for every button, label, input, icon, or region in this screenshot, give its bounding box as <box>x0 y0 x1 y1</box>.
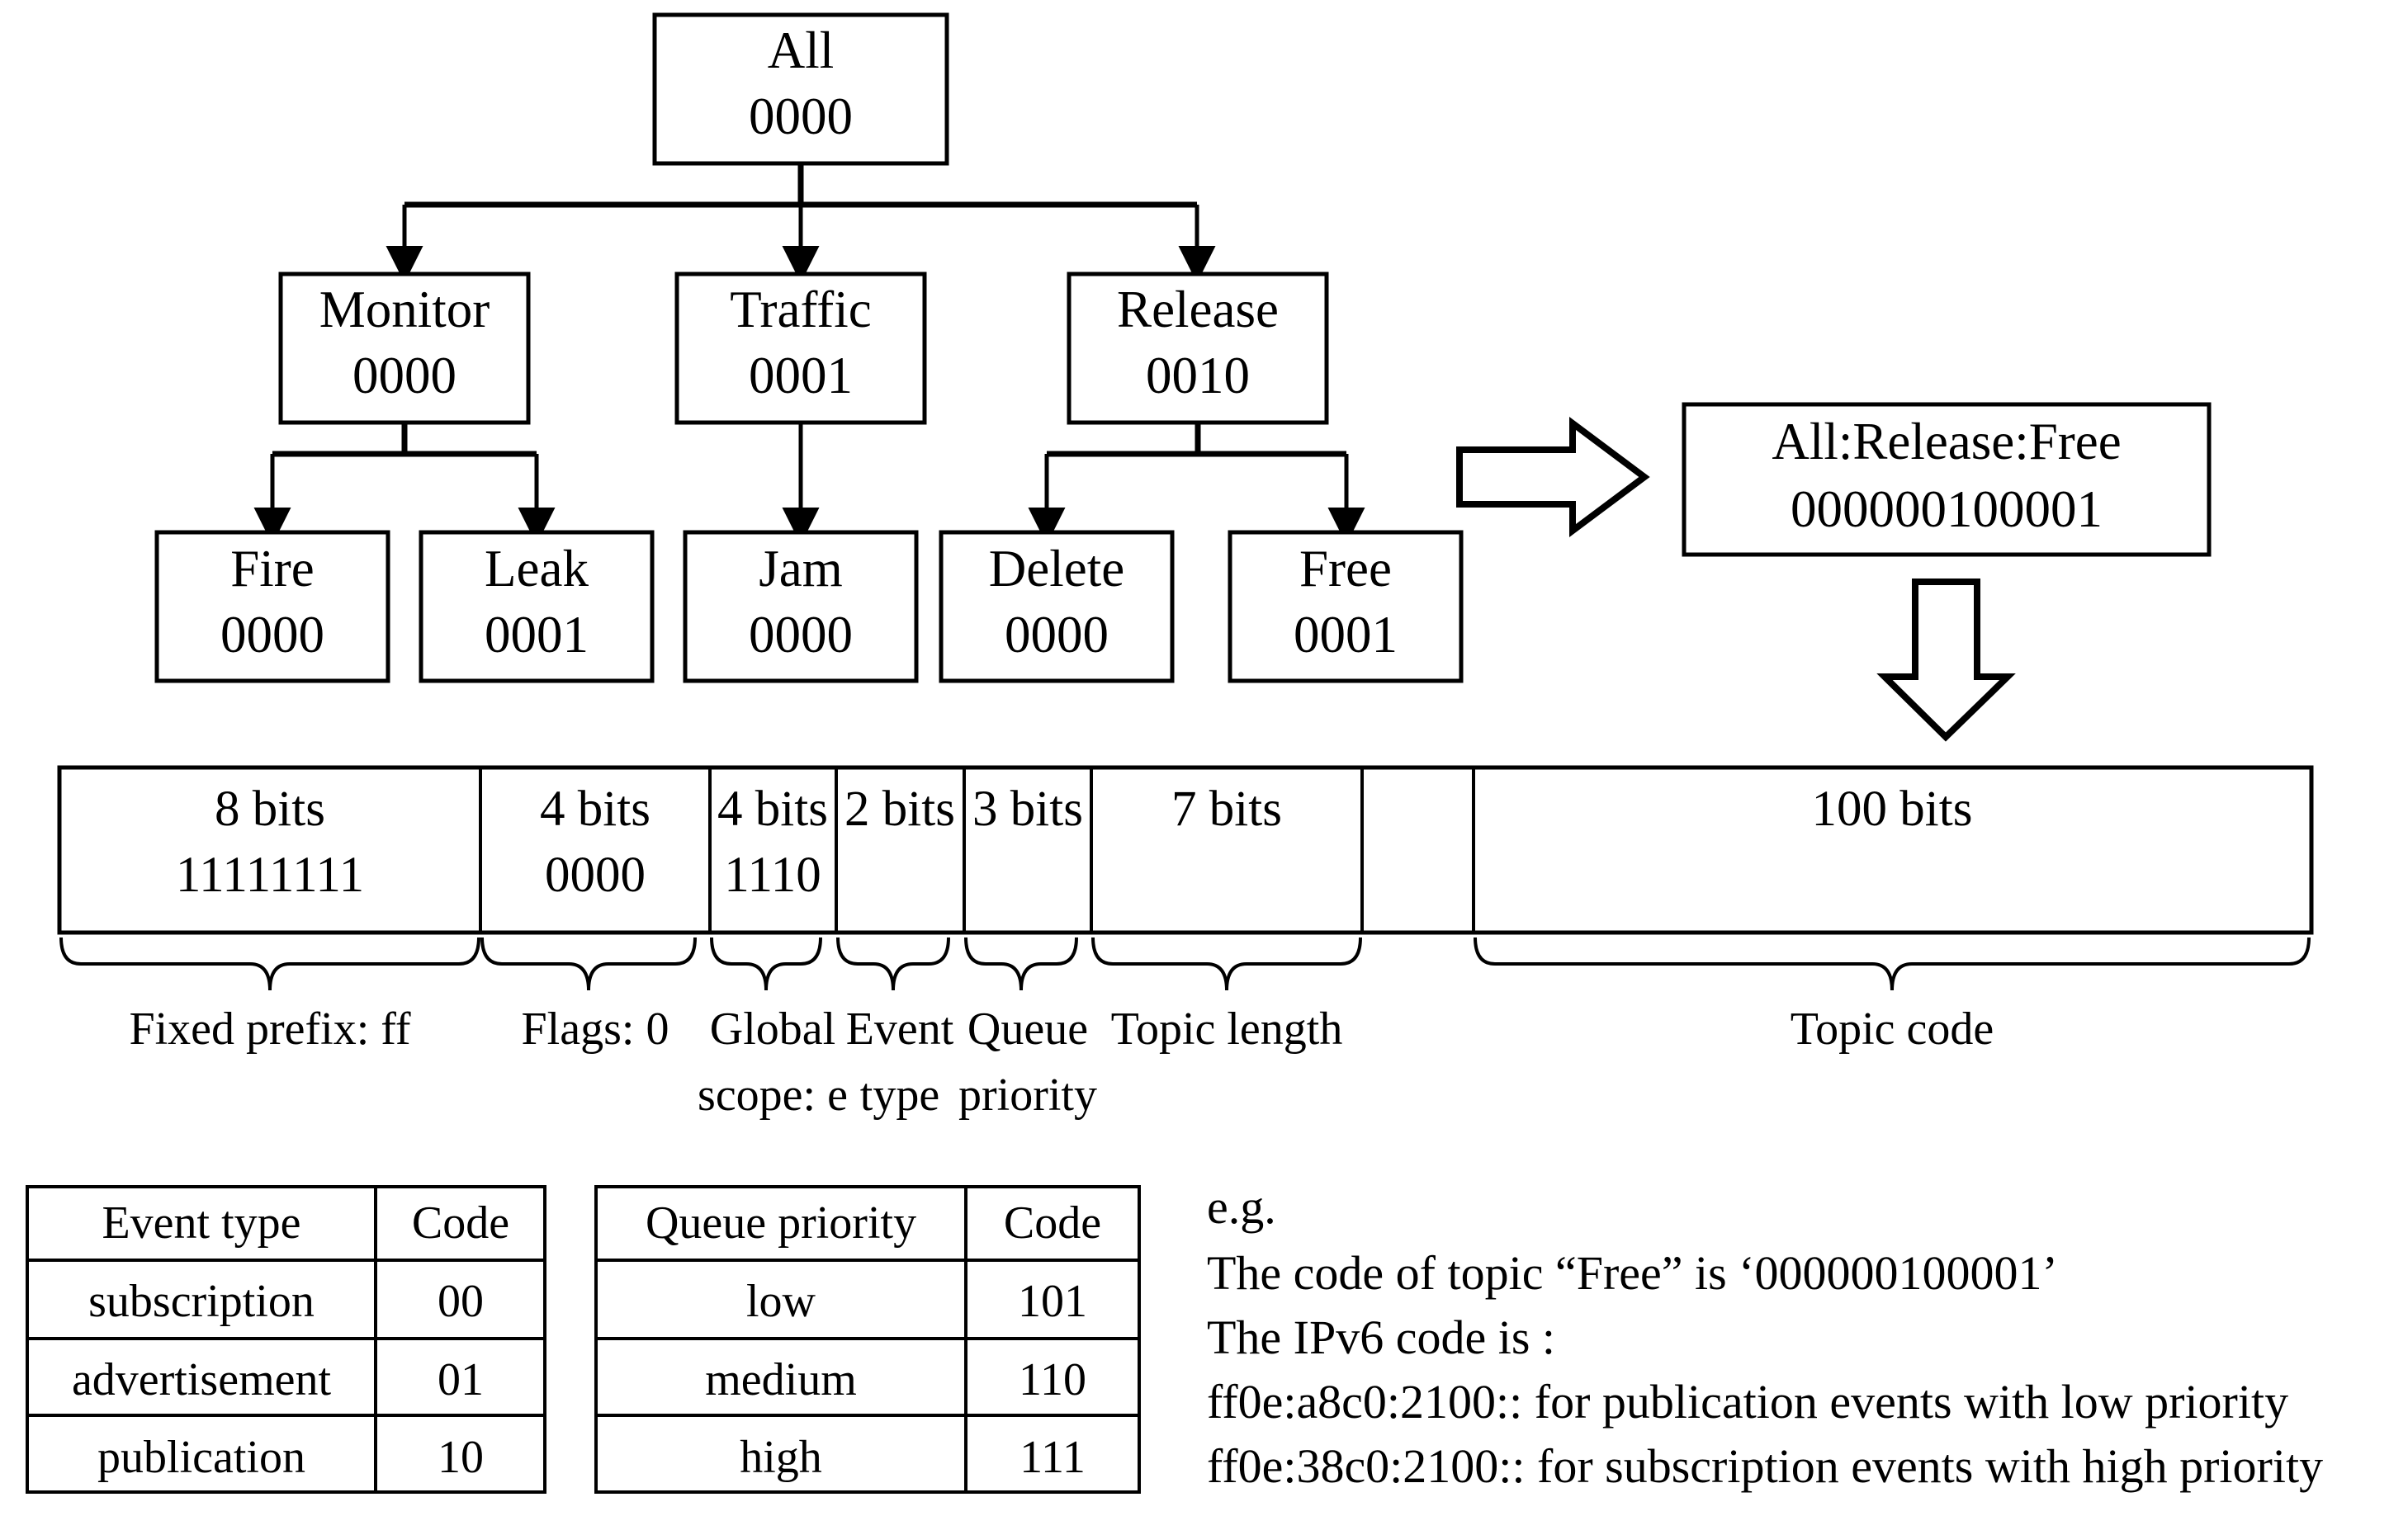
queue-priority-table-row1-col0: medium <box>705 1354 857 1405</box>
tree-node-release[interactable]: Release 0010 <box>1067 272 1329 425</box>
event-type-table-header-1: Code <box>412 1197 509 1249</box>
bar-field-2-label: Global <box>710 1004 835 1055</box>
bar-field-3-label: Event <box>846 1004 954 1055</box>
queue-priority-table-header-0: Queue priority <box>646 1197 916 1249</box>
queue-priority-table-row0-col1: 101 <box>1018 1276 1087 1327</box>
tree-node-traffic-code: 0001 <box>749 347 853 404</box>
topic-result-code: 000000100001 <box>1791 480 2103 538</box>
queue-priority-table-row2-col1: 111 <box>1019 1432 1086 1483</box>
tree-leaf-delete-code: 0000 <box>1005 606 1109 664</box>
tree-leaf-leak-code: 0001 <box>485 606 589 664</box>
tree-leaf-leak-label: Leak <box>485 540 589 597</box>
bar-field-3-bits: 2 bits <box>844 782 955 837</box>
bar-field-4-label: Queue <box>967 1004 1088 1055</box>
bar-field-1-label: Flags: 0 <box>522 1004 669 1055</box>
tree-leaf-delete-label: Delete <box>989 540 1124 597</box>
tree-node-monitor[interactable]: Monitor 0000 <box>278 272 531 425</box>
tree-leaf-fire-code: 0000 <box>220 606 324 664</box>
tree-node-root-label: All <box>768 21 835 79</box>
topic-result-box[interactable]: All:Release:Free 000000100001 <box>1682 402 2212 557</box>
bar-field-0-label: Fixed prefix: ff <box>129 1004 410 1055</box>
bar-field-1-value: 0000 <box>545 848 646 903</box>
bar-field-2-value: 1110 <box>724 848 821 903</box>
tree-edges-monitor <box>253 423 556 545</box>
tree-leaf-free[interactable]: Free 0001 <box>1228 530 1464 683</box>
queue-priority-table-header-1: Code <box>1004 1197 1101 1249</box>
queue-priority-table-row1-col1: 110 <box>1019 1354 1086 1405</box>
bar-field-3-label-line2: type <box>860 1070 939 1121</box>
tree-leaf-free-label: Free <box>1299 540 1392 597</box>
event-type-table-row0-col1: 00 <box>438 1276 484 1327</box>
queue-priority-table-row2-col0: high <box>740 1432 822 1483</box>
tree-node-release-code: 0010 <box>1146 347 1250 404</box>
tree-node-monitor-code: 0000 <box>352 347 457 404</box>
tree-node-root-code: 0000 <box>749 87 853 145</box>
tree-node-root[interactable]: All 0000 <box>652 12 949 166</box>
event-type-table-row2-col0: publication <box>97 1432 305 1483</box>
hollow-down-arrow-icon <box>1876 579 2016 742</box>
event-type-table-row2-col1: 10 <box>438 1432 484 1483</box>
tree-leaf-jam-code: 0000 <box>749 606 853 664</box>
tree-edges-level1 <box>386 163 1216 283</box>
tree-node-traffic-label: Traffic <box>730 281 872 338</box>
bar-field-4-bits: 3 bits <box>972 782 1083 837</box>
tree-leaf-leak[interactable]: Leak 0001 <box>419 530 655 683</box>
tree-node-monitor-label: Monitor <box>319 281 490 338</box>
tree-leaf-fire[interactable]: Fire 0000 <box>154 530 390 683</box>
bar-field-1-bits: 4 bits <box>540 782 650 837</box>
bar-field-0-value: 11111111 <box>176 848 364 903</box>
tree-leaf-jam-label: Jam <box>759 540 842 597</box>
tree-leaf-free-code: 0001 <box>1294 606 1398 664</box>
event-type-table-row0-col0: subscription <box>88 1276 315 1327</box>
hollow-right-arrow-icon <box>1456 417 1650 537</box>
ipv6-address-bar: 8 bits 11111111 4 bits 0000 4 bits 1110 … <box>57 765 2314 935</box>
queue-priority-table-row0-col0: low <box>746 1276 816 1327</box>
example-line-0: e.g. <box>1207 1180 1276 1234</box>
example-line-2: The IPv6 code is : <box>1207 1311 1555 1364</box>
bar-field-labels: Fixed prefix: ff Flags: 0 Global scope: … <box>129 1004 1994 1121</box>
example-text-block: e.g. The code of topic “Free” is ‘000000… <box>1207 1180 2323 1493</box>
event-type-table-row1-col1: 01 <box>438 1354 484 1405</box>
tree-leaf-delete[interactable]: Delete 0000 <box>939 530 1175 683</box>
bar-field-4-label-line2: priority <box>958 1070 1097 1121</box>
tree-leaf-jam[interactable]: Jam 0000 <box>683 530 919 683</box>
bar-field-braces <box>59 937 2311 991</box>
bar-field-2-bits: 4 bits <box>717 782 828 837</box>
bar-field-5-label: Topic length <box>1111 1004 1343 1055</box>
tree-leaf-fire-label: Fire <box>230 540 314 597</box>
bar-field-5-bits: 7 bits <box>1171 782 1282 837</box>
queue-priority-table: Queue priority Code low 101 medium 110 h… <box>594 1185 1141 1494</box>
event-type-table-header-0: Event type <box>102 1197 300 1249</box>
event-type-table-row1-col0: advertisement <box>72 1354 332 1405</box>
tree-node-release-label: Release <box>1117 281 1279 338</box>
bar-field-6-bits: 100 bits <box>1812 782 1973 837</box>
example-line-1: The code of topic “Free” is ‘00000010000… <box>1207 1246 2058 1300</box>
event-type-table: Event type Code subscription 00 advertis… <box>26 1185 546 1494</box>
bar-field-2-label-line2: scope: e <box>698 1070 848 1121</box>
bar-field-6-label: Topic code <box>1791 1004 1994 1055</box>
example-line-4: ff0e:38c0:2100:: for subscription events… <box>1207 1439 2323 1493</box>
example-line-3: ff0e:a8c0:2100:: for publication events … <box>1207 1375 2288 1429</box>
tree-edges-release <box>1028 423 1365 545</box>
topic-result-path: All:Release:Free <box>1772 413 2121 470</box>
bar-field-0-bits: 8 bits <box>215 782 325 837</box>
tree-node-traffic[interactable]: Traffic 0001 <box>674 272 927 425</box>
